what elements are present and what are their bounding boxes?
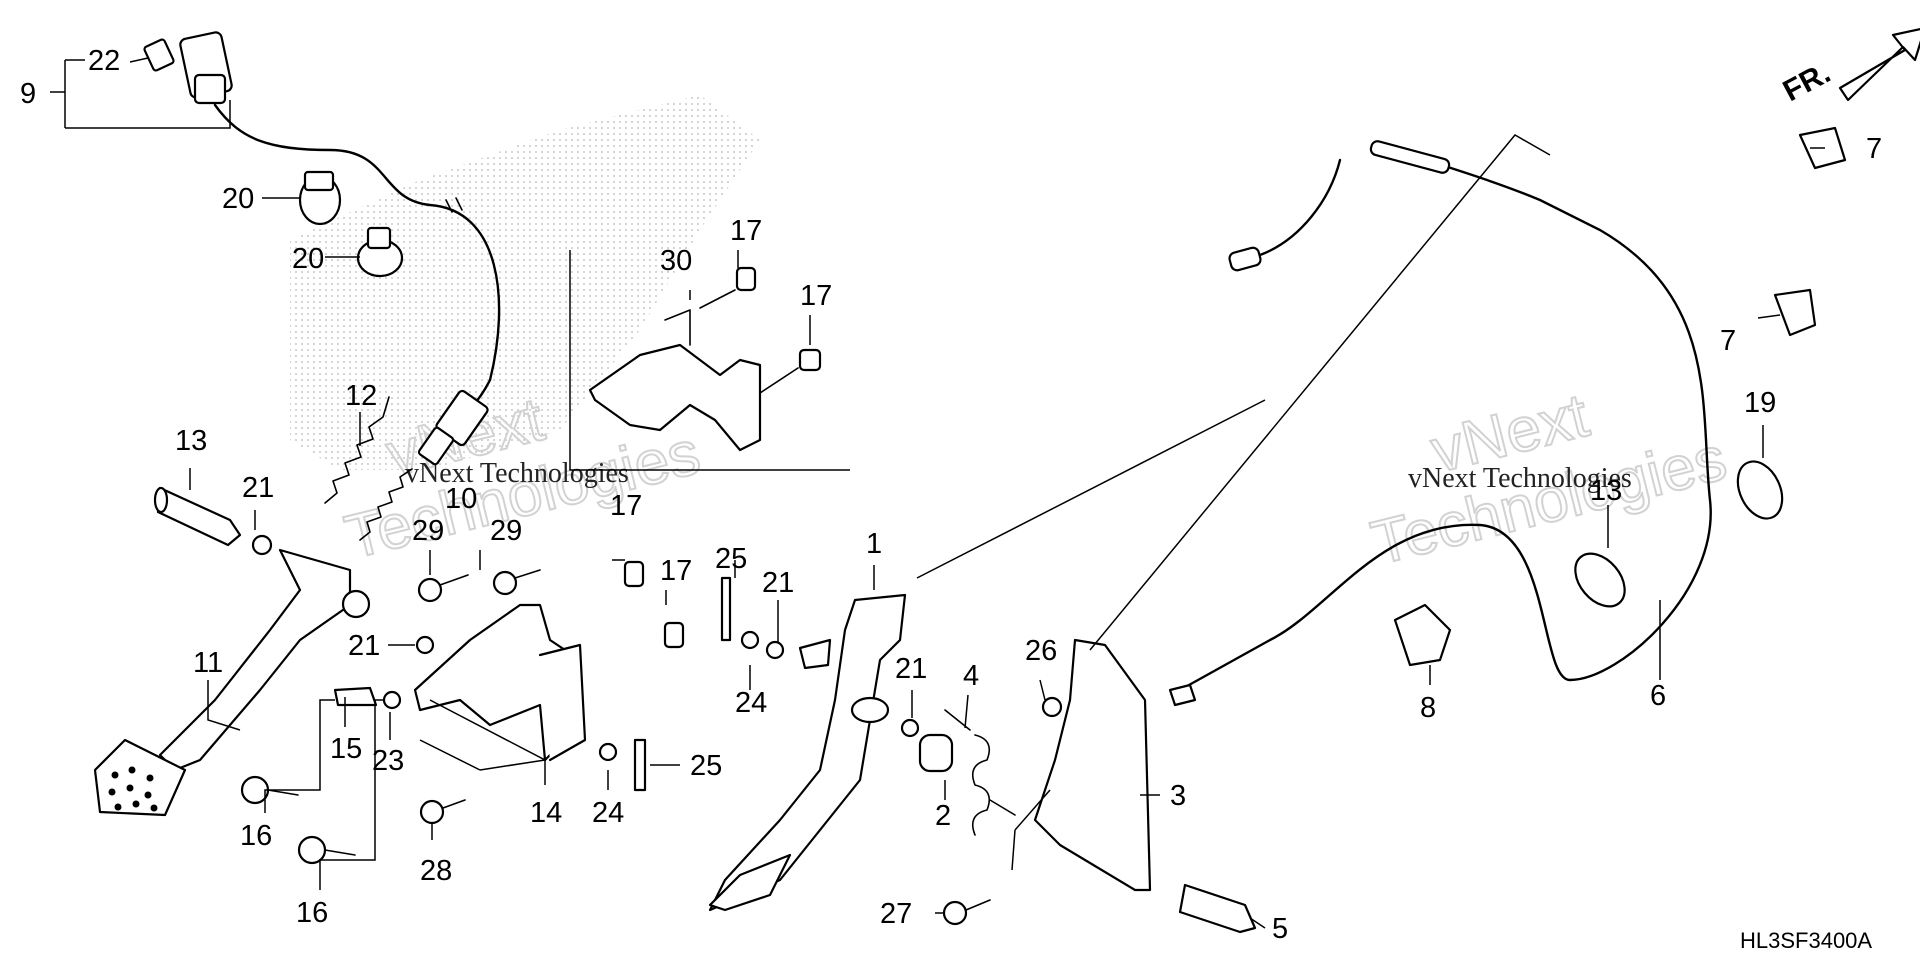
bracket-14	[413, 603, 587, 762]
bolt-28	[419, 799, 466, 825]
label-21c: 21	[895, 653, 927, 685]
label-14: 14	[530, 797, 562, 829]
label-21b: 21	[348, 630, 380, 662]
label-3: 3	[1170, 780, 1186, 812]
label-10: 10	[445, 483, 477, 515]
label-17b: 17	[800, 280, 832, 312]
label-7b: 7	[1720, 325, 1736, 357]
label-24a: 24	[735, 687, 767, 719]
label-28: 28	[420, 855, 452, 887]
bolt-16a	[240, 775, 299, 805]
label-4: 4	[963, 660, 979, 692]
pin-13	[153, 486, 242, 547]
label-9: 9	[20, 78, 36, 110]
label-19: 19	[1744, 387, 1776, 419]
watermark-small-left: vNext Technologies	[405, 458, 629, 489]
label-25a: 25	[715, 543, 747, 575]
leader-lines	[50, 57, 1825, 929]
cable-tie-13	[1574, 552, 1626, 608]
spring-4	[944, 709, 1016, 836]
spring-12	[324, 396, 390, 504]
bracket-3	[1033, 638, 1152, 892]
inset-stud-b	[759, 367, 799, 394]
pin-5	[1178, 883, 1257, 934]
label-26: 26	[1025, 635, 1057, 667]
accelerator-pedal	[708, 593, 907, 912]
label-22: 22	[88, 45, 120, 77]
label-30: 30	[660, 245, 692, 277]
nut-17a	[735, 266, 757, 292]
label-1: 1	[866, 528, 882, 560]
cable-clip-8	[1393, 603, 1452, 667]
bolt-16b	[297, 835, 356, 865]
throttle-cable	[1168, 140, 1712, 707]
pin-25b	[633, 738, 647, 792]
inset-stud-a	[699, 289, 736, 309]
inset-frame	[569, 250, 850, 471]
connector-clip	[143, 38, 175, 72]
harness-clip-lower	[356, 226, 404, 278]
plate-15	[333, 686, 378, 707]
label-16a: 16	[240, 820, 272, 852]
label-8: 8	[1420, 692, 1436, 724]
label-20a: 20	[222, 183, 254, 215]
label-12: 12	[345, 380, 377, 412]
label-29a: 29	[412, 515, 444, 547]
nut-21b	[415, 635, 435, 655]
label-21a: 21	[242, 472, 274, 504]
label-17d: 17	[660, 555, 692, 587]
label-23: 23	[372, 745, 404, 777]
pin-25a	[720, 576, 732, 642]
nut-23	[382, 690, 402, 710]
drawing-code: HL3SF3400A	[1740, 928, 1872, 953]
label-13b: 13	[1590, 475, 1622, 507]
bracket-30	[588, 309, 762, 452]
harness-clip-upper	[298, 170, 342, 226]
label-27: 27	[880, 898, 912, 930]
washer-21c	[900, 718, 920, 738]
collar-2	[918, 733, 954, 773]
label-29b: 29	[490, 515, 522, 547]
label-24b: 24	[592, 797, 624, 829]
label-15: 15	[330, 733, 362, 765]
label-17a: 17	[730, 215, 762, 247]
label-25b: 25	[690, 750, 722, 782]
cable-tie-19	[1736, 460, 1784, 520]
nut-17c	[623, 560, 645, 588]
bolt-26	[1041, 696, 1063, 718]
washer-24b	[598, 742, 618, 762]
bolt-27	[942, 899, 991, 926]
bolt-29a	[417, 574, 469, 603]
cable-clip-7b	[1773, 288, 1817, 337]
label-5: 5	[1272, 913, 1288, 945]
label-13a: 13	[175, 425, 207, 457]
label-17c: 17	[610, 490, 642, 522]
label-2: 2	[935, 800, 951, 832]
washer-24a	[740, 630, 760, 650]
watermark-small-right: vNext Technologies	[1408, 463, 1632, 494]
bolt-29b	[492, 569, 541, 596]
label-16b: 16	[296, 897, 328, 929]
nut-21d	[765, 640, 785, 660]
stipple-shade	[290, 95, 760, 470]
nut-17d	[663, 621, 685, 649]
label-20b: 20	[292, 243, 324, 275]
label-11: 11	[193, 647, 223, 679]
sensor-harness	[179, 31, 501, 466]
label-7a: 7	[1866, 133, 1882, 165]
direction-label: FR.	[1778, 56, 1836, 108]
brake-pedal	[93, 548, 371, 817]
arrow-forward-icon	[1838, 27, 1920, 102]
spring-10	[359, 468, 413, 541]
label-6: 6	[1650, 680, 1666, 712]
nut-17b	[798, 348, 822, 372]
label-21d: 21	[762, 567, 794, 599]
washer-21a	[251, 534, 273, 556]
part-labels: 9 22 20 20 12 10 13 21 11 15 23 16 16 21…	[20, 45, 1882, 945]
